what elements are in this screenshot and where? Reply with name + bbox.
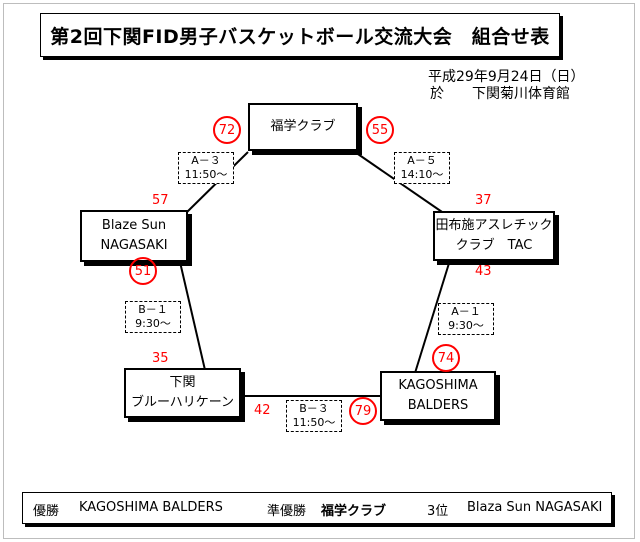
team-tabuse-line2: クラブ TAC xyxy=(455,238,533,253)
line-blaze-shimonoseki xyxy=(179,261,206,371)
team-fukugaku-name: 福学クラブ xyxy=(270,119,336,134)
team-blaze: Blaze Sun NAGASAKI xyxy=(80,210,188,262)
team-tabuse-line1: 田布施アスレチック xyxy=(435,218,553,233)
results-box: 優勝 KAGOSHIMA BALDERS 準優勝 福学クラブ 3位 Blaza … xyxy=(22,492,612,524)
match-a1-time: 9:30～ xyxy=(448,319,484,332)
team-kagoshima: KAGOSHIMA BALDERS xyxy=(380,371,496,421)
champion-name: KAGOSHIMA BALDERS xyxy=(79,500,223,515)
team-tabuse: 田布施アスレチック クラブ TAC xyxy=(433,211,555,261)
score-fukugaku-vs-blaze: 72 xyxy=(213,116,241,144)
team-shimonoseki: 下関 ブルーハリケーン xyxy=(124,368,241,418)
third-name: Blaza Sun NAGASAKI xyxy=(467,500,603,515)
score-shimonoseki-vs-blaze: 35 xyxy=(152,351,169,366)
line-tabuse-kagoshima xyxy=(414,259,451,374)
match-a5: A－５ 14:10～ xyxy=(394,152,450,184)
event-venue: 於 下関菊川体育館 xyxy=(430,86,570,102)
runner-up-label: 準優勝 xyxy=(267,504,307,519)
score-shimonoseki-vs-kagoshima: 42 xyxy=(254,403,271,418)
team-shimonoseki-line2: ブルーハリケーン xyxy=(130,395,235,410)
match-a3: A－３ 11:50～ xyxy=(178,152,234,184)
score-blaze-vs-fukugaku: 57 xyxy=(152,193,169,208)
score-tabuse-vs-fukugaku: 37 xyxy=(475,193,492,208)
champion-label: 優勝 xyxy=(33,504,60,519)
match-b3: B－３ 11:50～ xyxy=(286,400,342,432)
team-kagoshima-line1: KAGOSHIMA xyxy=(398,378,478,393)
match-a3-time: 11:50～ xyxy=(184,168,228,181)
team-blaze-line1: Blaze Sun xyxy=(101,218,167,233)
team-blaze-line2: NAGASAKI xyxy=(100,238,168,253)
match-a1: A－１ 9:30～ xyxy=(438,303,494,335)
match-b1-code: B－１ xyxy=(138,303,168,316)
match-a5-code: A－５ xyxy=(407,154,437,167)
match-a1-code: A－１ xyxy=(451,305,481,318)
runner-up-name: 福学クラブ xyxy=(321,504,387,519)
team-fukugaku: 福学クラブ xyxy=(248,103,358,151)
match-a5-time: 14:10～ xyxy=(400,168,444,181)
score-kagoshima-vs-shimonoseki: 79 xyxy=(349,397,377,425)
match-b1: B－１ 9:30～ xyxy=(125,301,181,333)
score-kagoshima-vs-tabuse: 74 xyxy=(432,344,460,372)
match-b3-code: B－３ xyxy=(299,402,329,415)
score-tabuse-vs-kagoshima: 43 xyxy=(475,264,492,279)
title-text: 第2回下関FID男子バスケットボール交流大会 組合せ表 xyxy=(50,25,550,48)
page-frame xyxy=(3,3,635,539)
third-label: 3位 xyxy=(427,504,449,519)
page-title: 第2回下関FID男子バスケットボール交流大会 組合せ表 xyxy=(40,13,560,57)
score-fukugaku-vs-tabuse: 55 xyxy=(366,116,394,144)
score-blaze-vs-shimonoseki: 51 xyxy=(129,257,157,285)
team-shimonoseki-line1: 下関 xyxy=(169,375,196,390)
match-a3-code: A－３ xyxy=(191,154,221,167)
match-b1-time: 9:30～ xyxy=(135,317,171,330)
match-b3-time: 11:50～ xyxy=(292,416,336,429)
event-date: 平成29年9月24日（日） xyxy=(428,69,585,85)
team-kagoshima-line2: BALDERS xyxy=(407,398,469,413)
